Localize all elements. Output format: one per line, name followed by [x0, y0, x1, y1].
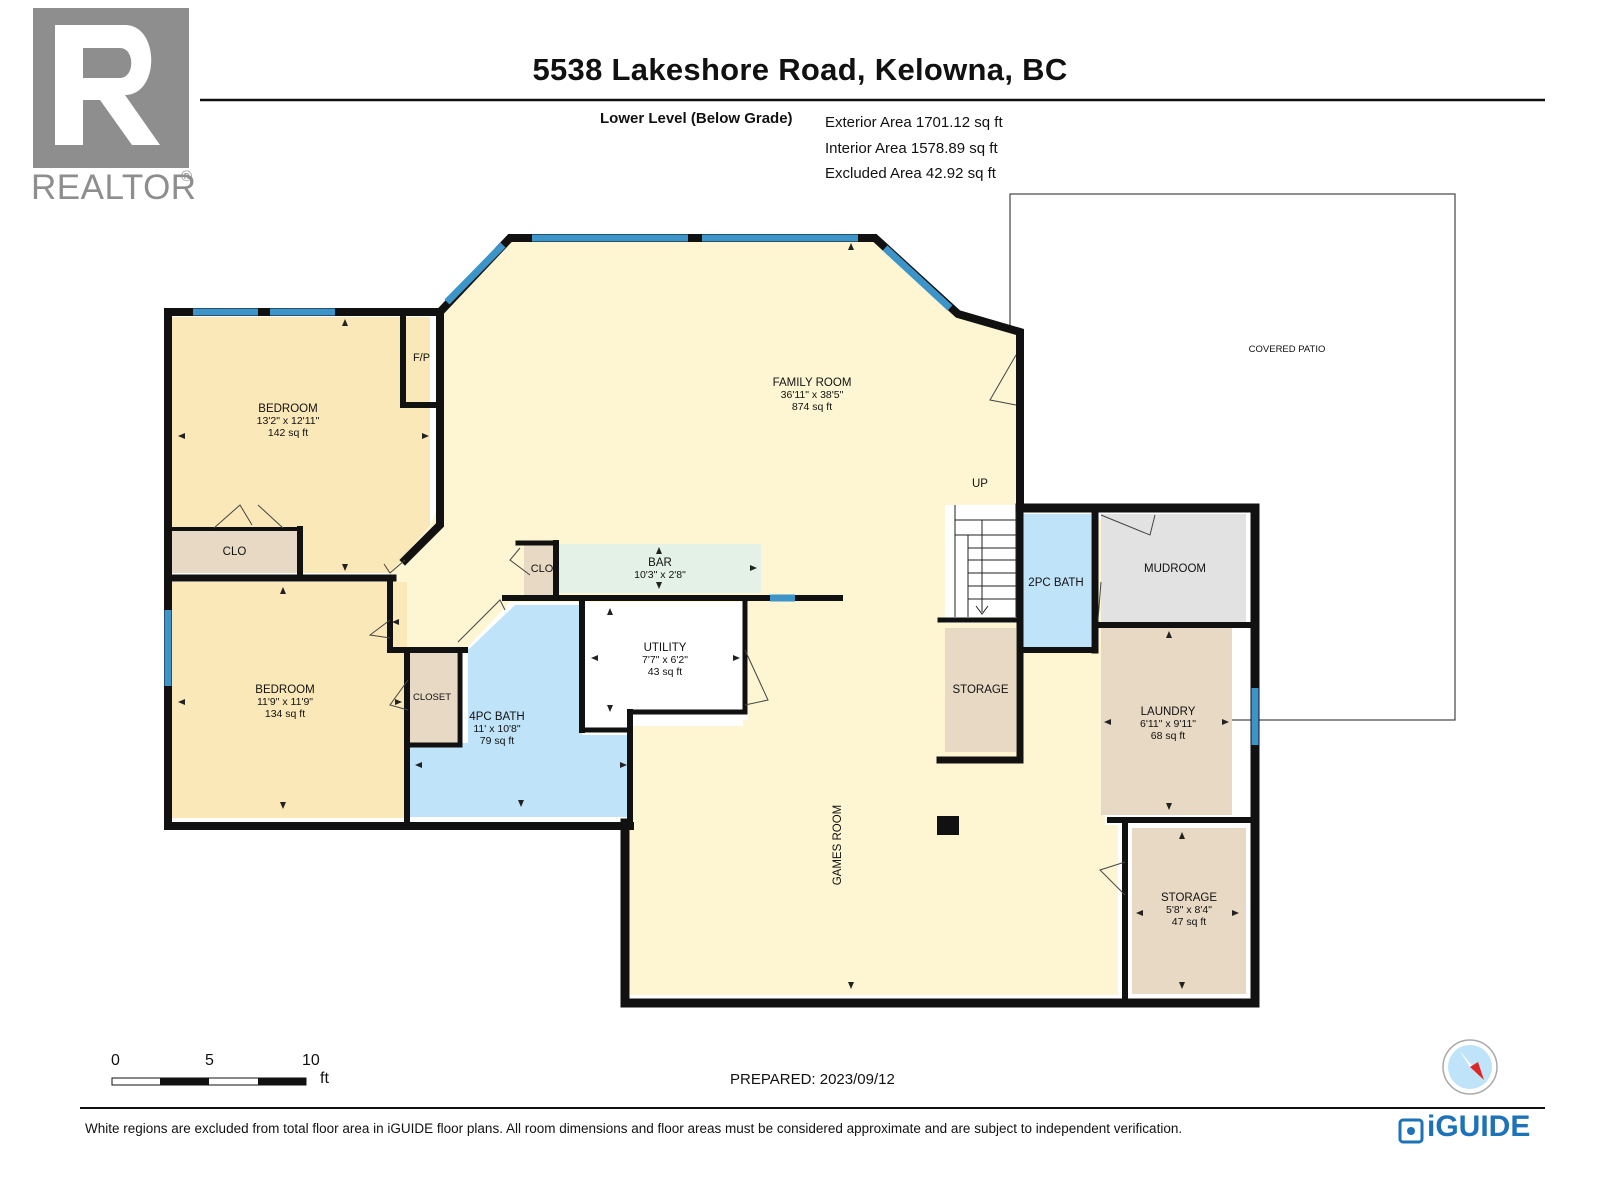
- scale-label-5: 5: [205, 1052, 214, 1069]
- windows: [164, 234, 1259, 745]
- scale-label-0: 0: [111, 1052, 120, 1069]
- room-label-mudroom: MUDROOM: [1144, 563, 1206, 575]
- clo-2-fill: [524, 545, 555, 595]
- scale-unit: ft: [320, 1070, 329, 1087]
- interior-area: Interior Area 1578.89 sq ft: [825, 139, 998, 157]
- iguide-icon: [1398, 1118, 1424, 1144]
- disclaimer-text: White regions are excluded from total fl…: [85, 1121, 1183, 1136]
- clo-1-fill: [171, 530, 298, 573]
- realtor-logo: [33, 8, 189, 168]
- room-label-bedroom-2: BEDROOM 11'9" x 11'9" 134 sq ft: [255, 684, 315, 720]
- room-label-utility: UTILITY 7'7" x 6'2" 43 sq ft: [642, 642, 688, 678]
- room-label-storage: STORAGE 5'8" x 8'4" 47 sq ft: [1160, 892, 1218, 928]
- room-fills: [171, 238, 1246, 995]
- realtor-reg-mark: ®: [181, 168, 193, 185]
- compass-icon: [1442, 1039, 1498, 1095]
- stairs-fill: [945, 505, 1016, 623]
- exterior-area: Exterior Area 1701.12 sq ft: [825, 114, 1003, 131]
- mudroom-fill: [1101, 514, 1246, 623]
- stairs-up-label: UP: [972, 478, 988, 490]
- area-summary: Exterior Area 1701.12 sq ft Interior Are…: [825, 110, 1003, 187]
- walls: [164, 234, 1260, 1008]
- room-label-games-room: GAMES ROOM: [832, 804, 844, 886]
- utility-fill: [588, 606, 743, 726]
- room-label-fireplace: F/P: [412, 352, 431, 364]
- room-label-closet: CLOSET: [412, 692, 451, 703]
- room-label-storage-small: STORAGE: [952, 684, 1009, 696]
- room-label-clo-2: CLO: [530, 563, 554, 575]
- scale-label-10: 10: [302, 1052, 320, 1069]
- room-label-2pc-bath: 2PC BATH: [1028, 577, 1084, 589]
- excluded-area: Excluded Area 42.92 sq ft: [825, 165, 996, 182]
- laundry-fill: [1101, 628, 1232, 815]
- level-label: Lower Level (Below Grade): [600, 110, 793, 127]
- family-room-fill: [390, 238, 1118, 995]
- dimension-arrows: [178, 243, 1239, 989]
- room-label-bar: BAR 10'3" x 2'8": [634, 557, 686, 581]
- storage-small-fill: [945, 628, 1016, 752]
- storage-fill: [1132, 828, 1246, 994]
- room-label-bedroom-1: BEDROOM 13'2" x 12'11" 142 sq ft: [256, 403, 320, 439]
- room-label-laundry: LAUNDRY 6'11" x 9'11" 68 sq ft: [1139, 706, 1197, 742]
- page-title: 5538 Lakeshore Road, Kelowna, BC: [532, 52, 1068, 87]
- bath-4pc-fill: [410, 605, 630, 817]
- iguide-brand: iGUIDE: [1427, 1110, 1531, 1143]
- room-label-clo-1: CLO: [222, 546, 247, 558]
- bedroom-2-fill: [171, 582, 407, 818]
- stairs: [954, 505, 1017, 617]
- room-label-covered-patio: COVERED PATIO: [1248, 344, 1326, 355]
- realtor-logo-text: REALTOR: [31, 168, 197, 207]
- closet-fill: [407, 653, 457, 743]
- scale-bar: [111, 1077, 307, 1086]
- room-label-4pc-bath: 4PC BATH 11' x 10'8" 79 sq ft: [469, 711, 525, 747]
- doors: [213, 354, 1156, 896]
- prepared-date: PREPARED: 2023/09/12: [730, 1071, 895, 1088]
- bath-2pc-fill: [1021, 514, 1091, 648]
- room-label-family-room: FAMILY ROOM 36'11" x 38'5" 874 sq ft: [772, 377, 852, 413]
